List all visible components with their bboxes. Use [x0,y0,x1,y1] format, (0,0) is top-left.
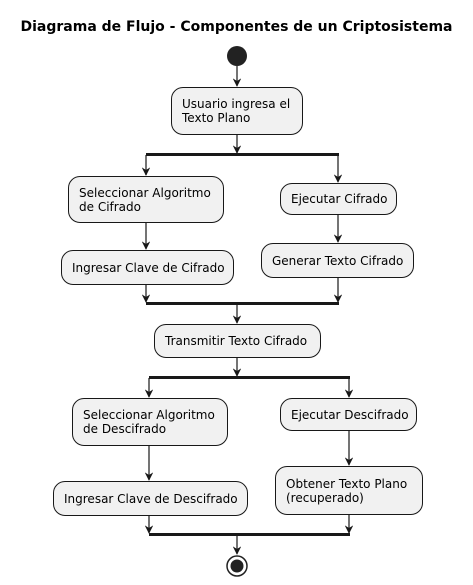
join-bar-1 [146,302,339,305]
node-execute-decipher: Ejecutar Descifrado [280,398,417,431]
fork-bar-1 [146,153,339,156]
node-execute-cipher: Ejecutar Cifrado [280,183,397,215]
node-user-input: Usuario ingresa el Texto Plano [171,87,303,135]
node-select-decipher-algorithm: Seleccionar Algoritmo de Descifrado [72,398,228,446]
node-select-cipher-algorithm: Seleccionar Algoritmo de Cifrado [68,176,224,223]
start-node [227,46,247,66]
diagram-title: Diagrama de Flujo - Componentes de un Cr… [20,19,453,35]
end-node-ring [226,555,248,577]
fork-bar-2 [149,376,350,379]
node-enter-decipher-key: Ingresar Clave de Descifrado [53,481,248,516]
node-generate-ciphertext: Generar Texto Cifrado [261,243,414,278]
node-transmit-ciphertext: Transmitir Texto Cifrado [154,324,321,358]
end-node [230,559,244,573]
node-enter-cipher-key: Ingresar Clave de Cifrado [61,250,234,285]
node-obtain-plaintext: Obtener Texto Plano (recuperado) [275,466,423,515]
join-bar-2 [149,533,350,536]
